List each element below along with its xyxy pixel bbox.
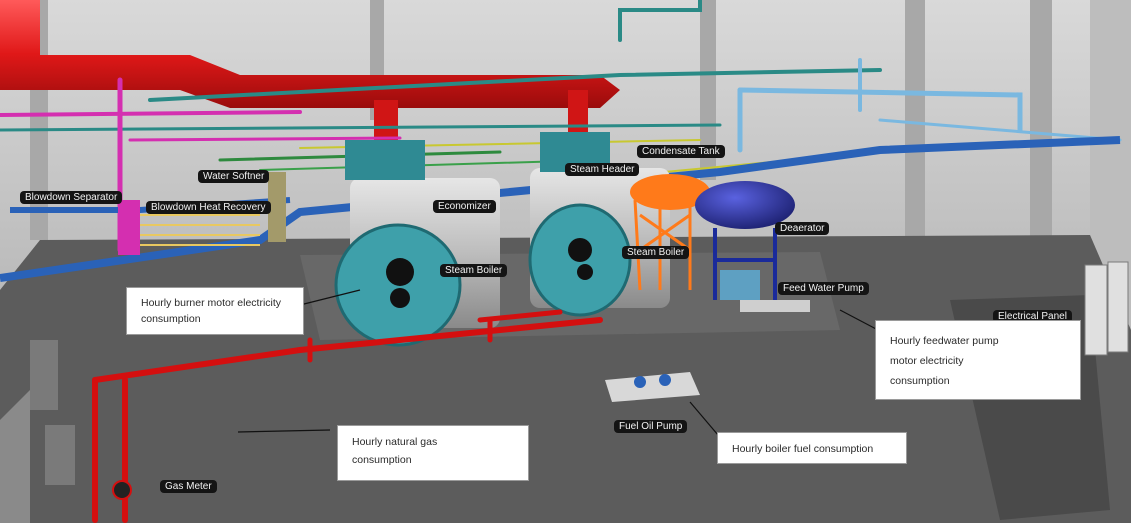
note-burner-motor-electricity: Hourly burner motor electricity consumpt…	[126, 287, 304, 335]
electrical-panel-cabinet	[1084, 261, 1129, 356]
note-boiler-fuel: Hourly boiler fuel consumption	[717, 432, 907, 464]
label-condensate-tank: Condensate Tank	[637, 145, 725, 158]
label-steam-header: Steam Header	[565, 163, 640, 176]
note-burner-motor-line-2: consumption	[141, 313, 201, 325]
note-burner-motor-line-1: Hourly burner motor electricity	[141, 297, 282, 309]
label-blowdown-separator: Blowdown Separator	[20, 191, 123, 204]
deaerator-assembly	[695, 181, 810, 312]
label-feed-water-pump: Feed Water Pump	[778, 282, 869, 295]
blowdown-separator-vessel	[118, 200, 140, 255]
leader-lines	[237, 289, 879, 436]
note-feedwater-line-3: consumption	[890, 375, 950, 387]
label-blowdown-heat-recovery: Blowdown Heat Recovery	[146, 201, 271, 214]
label-steam-boiler-1: Steam Boiler	[440, 264, 508, 277]
label-gas-meter: Gas Meter	[160, 480, 217, 493]
note-feedwater-line-2: motor electricity	[890, 355, 964, 367]
condensate-tank-assembly	[630, 174, 710, 291]
floor-front-edge	[0, 390, 30, 523]
fuel-oil-pump-skid	[605, 372, 700, 402]
label-economizer: Economizer	[433, 200, 496, 213]
note-feedwater-line-1: Hourly feedwater pump	[890, 335, 999, 347]
note-natural-gas: Hourly natural gas consumption	[337, 425, 529, 481]
label-electrical-panel: Electrical Panel	[993, 310, 1072, 323]
water-softner-tank	[268, 172, 286, 242]
label-deaerator: Deaerator	[775, 222, 830, 235]
note-natural-gas-line-2: consumption	[352, 454, 412, 466]
steam-boiler-1-body	[334, 140, 500, 347]
note-boiler-fuel-line-1: Hourly boiler fuel consumption	[732, 443, 874, 455]
exhaust-duct	[0, 0, 620, 108]
gas-meter-dial	[112, 480, 132, 500]
label-water-softner: Water Softner	[198, 170, 270, 183]
note-feedwater-pump-electricity: Hourly feedwater pump motor electricity …	[875, 320, 1081, 400]
floor-block-1	[30, 340, 58, 410]
label-fuel-oil-pump: Fuel Oil Pump	[614, 420, 688, 433]
main-water-line	[0, 136, 1121, 282]
blowdown-heat-recovery-unit	[140, 214, 260, 246]
note-natural-gas-line-1: Hourly natural gas	[352, 436, 438, 448]
overhead-pipes	[0, 0, 1122, 253]
label-steam-boiler-2: Steam Boiler	[622, 246, 690, 259]
gas-piping	[92, 309, 603, 523]
floor-block-2	[45, 425, 75, 485]
